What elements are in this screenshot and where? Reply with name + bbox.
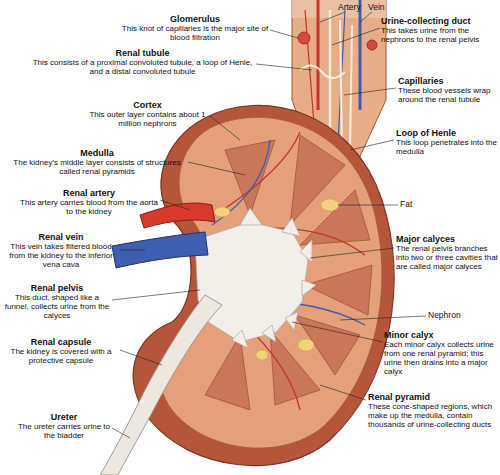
callout: Renal arteryThis artery carries blood fr… (18, 188, 160, 216)
callout-text: This consists of a proximal convoluted t… (30, 58, 255, 76)
callout-text: This knot of capillaries is the major si… (120, 24, 270, 42)
vein-branch (212, 140, 270, 225)
fat-blob (321, 199, 339, 211)
callout-heading: Renal capsule (2, 337, 120, 347)
callout: Minor calyxEach minor calyx collects uri… (384, 330, 500, 376)
callout-heading: Glomerulus (120, 14, 270, 24)
callout: Nephron (428, 310, 478, 320)
callout-text: The ureter carries urine to the bladder (14, 422, 114, 440)
leader-line (340, 316, 426, 320)
callout-heading: Renal vein (2, 232, 120, 242)
callout: Fat (400, 199, 430, 209)
callout-text: This outer layer contains about 1 millio… (85, 110, 210, 128)
callout-text: The kidney's middle layer consists of st… (6, 158, 188, 176)
callout-text: This loop penetrates into the medulla (396, 138, 500, 156)
fat (214, 199, 339, 360)
callout-heading: Renal pelvis (2, 283, 112, 293)
callout: Renal tubuleThis consists of a proximal … (30, 48, 255, 76)
callout-text: These cone-shaped regions, which make up… (368, 402, 498, 429)
callout-text: These blood vessels wrap around the rena… (398, 86, 498, 104)
leader-line (256, 64, 312, 70)
callout: Loop of HenleThis loop penetrates into t… (396, 128, 500, 156)
callout-heading: Renal artery (18, 188, 160, 198)
renal-pyramid (300, 190, 370, 245)
leader-line (338, 205, 398, 206)
leader-line (344, 88, 396, 95)
minor-calyx (282, 218, 300, 236)
callout-heading: Ureter (14, 412, 114, 422)
leader-line (310, 248, 394, 258)
minor-calyx (262, 325, 276, 342)
callout-text: This takes urine from the nephrons to th… (381, 26, 500, 44)
callout: Renal pyramidThese cone-shaped regions, … (368, 392, 498, 429)
callout: CapillariesThese blood vessels wrap arou… (398, 76, 498, 104)
leader-line (120, 250, 145, 251)
leader-line (320, 12, 345, 22)
callout-heading: Minor calyx (384, 330, 500, 340)
callout-heading: Loop of Henle (396, 128, 500, 138)
renal-pelvis (195, 222, 308, 342)
zoom-glomerulus (367, 40, 377, 50)
callout-heading: Cortex (85, 100, 210, 110)
callout-text: This artery carries blood from the aorta… (18, 198, 160, 216)
zoom-vein (359, 0, 362, 110)
ureter (100, 295, 222, 475)
callout-text: The kidney is covered with a protective … (2, 347, 120, 365)
leader-line (270, 30, 298, 38)
fat-blob (214, 207, 230, 217)
callout: Renal capsuleThe kidney is covered with … (2, 337, 120, 365)
renal-pyramid (205, 335, 250, 410)
callout: MedullaThe kidney's middle layer consist… (6, 148, 188, 176)
leader-line (360, 12, 372, 22)
leader-line (120, 350, 162, 365)
callout-text: This duct, shaped like a funnel, collect… (2, 293, 112, 320)
zoom-tubule (300, 65, 345, 78)
callout: Major calycesThe renal pelvis branches i… (396, 234, 500, 271)
part-label: Fat (400, 199, 430, 209)
callout-heading: Major calyces (396, 234, 500, 244)
minor-calyx (302, 280, 316, 296)
leader-line (332, 28, 380, 45)
callout: CortexThis outer layer contains about 1 … (85, 100, 210, 128)
leader-line (112, 290, 200, 300)
callout: GlomerulusThis knot of capillaries is th… (120, 14, 270, 42)
callout-heading: Urine-collecting duct (381, 16, 500, 26)
cortex (160, 117, 382, 448)
leader-line (188, 162, 245, 175)
artery-branch (215, 132, 300, 215)
leader-line (320, 385, 366, 400)
minor-calyx (232, 330, 248, 348)
fat-blob (298, 339, 314, 351)
minor-calyx (300, 240, 312, 262)
callout-text: Each minor calyx collects urine from one… (384, 340, 500, 376)
part-label: Vein (368, 2, 398, 12)
minor-calyx (240, 208, 262, 225)
renal-pyramid (295, 315, 360, 375)
renal-vein (112, 232, 208, 268)
leader-line (292, 322, 383, 342)
callout: UreterThe ureter carries urine to the bl… (14, 412, 114, 440)
zoom-artery (317, 0, 320, 110)
callout-text: The renal pelvis branches into two or th… (396, 244, 500, 271)
zoom-glomerulus (298, 32, 310, 44)
leader-line (210, 116, 240, 140)
callout: Renal pelvisThis duct, shaped like a fun… (2, 283, 112, 320)
part-label: Nephron (428, 310, 478, 320)
callout: Renal veinThis vein takes filtered blood… (2, 232, 120, 269)
leader-line (112, 428, 130, 438)
callout-heading: Renal pyramid (368, 392, 498, 402)
callout: Vein (368, 2, 398, 12)
minor-calyx (285, 312, 298, 330)
calyces (232, 208, 316, 348)
callout: Urine-collecting ductThis takes urine fr… (381, 16, 500, 44)
fat-blob (256, 350, 268, 360)
leader-line (160, 200, 190, 210)
callout-text: This vein takes filtered blood from the … (2, 242, 120, 269)
callout-heading: Renal tubule (30, 48, 255, 58)
callout-heading: Medulla (6, 148, 188, 158)
callout-heading: Capillaries (398, 76, 498, 86)
leader-line (350, 140, 394, 150)
